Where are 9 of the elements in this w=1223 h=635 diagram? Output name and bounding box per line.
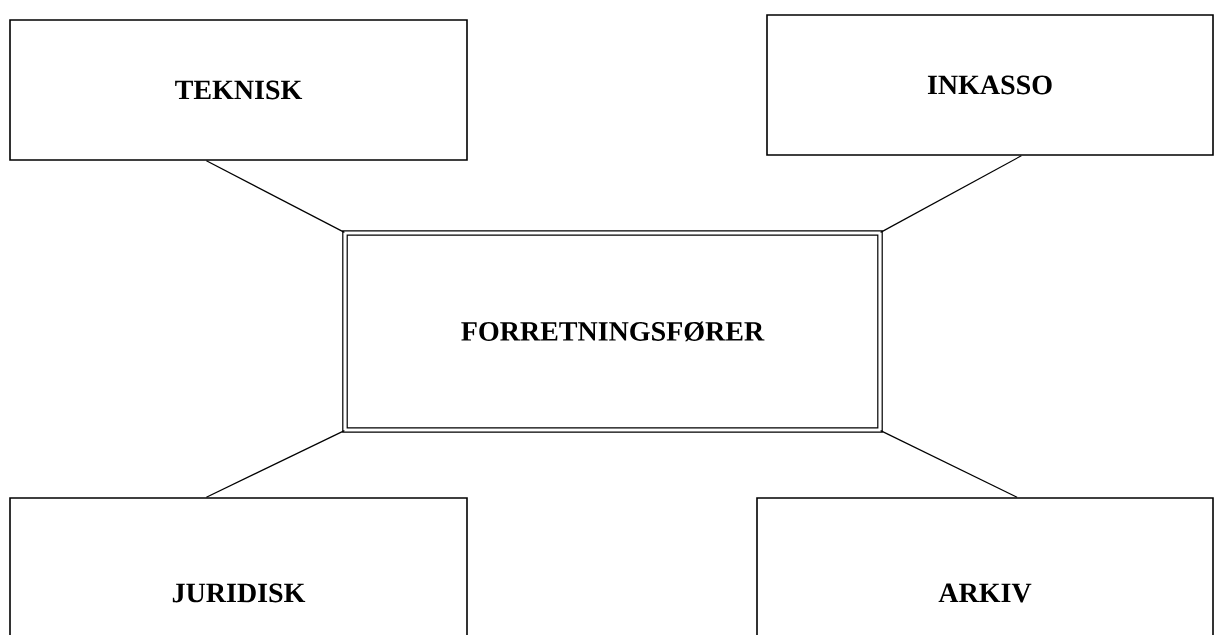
unit-box: ARKIV: [756, 497, 1214, 635]
unit-box: JURIDISK: [9, 497, 468, 635]
unit-box: INKASSO: [766, 14, 1214, 156]
connector-line: [880, 430, 1018, 498]
connector-line: [205, 430, 345, 498]
central-box: FORRETNINGSFØRER: [342, 230, 883, 433]
connector-line: [880, 155, 1022, 233]
connector-line: [205, 160, 345, 233]
unit-box: TEKNISK: [9, 19, 468, 161]
